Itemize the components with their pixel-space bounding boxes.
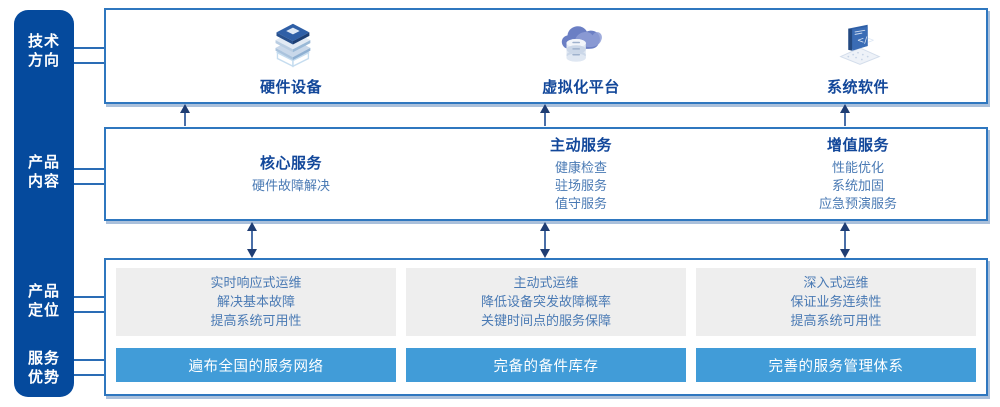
tech-label: 硬件设备 (259, 77, 322, 96)
product-content-title: 增值服务 (826, 136, 889, 154)
arrow-updown-left (247, 222, 257, 258)
server-stack-icon (275, 23, 311, 67)
product-content-column-proactive[interactable]: 主动服务 健康检查 驻场服务 值守服务 (436, 129, 726, 219)
sidebar-label-line2: 定位 (27, 301, 60, 319)
position-box-realtime[interactable]: 实时响应式运维 解决基本故障 提高系统可用性 (116, 268, 396, 336)
tech-label: 系统软件 (826, 77, 889, 96)
advantage-bar-management[interactable]: 完善的服务管理体系 (696, 348, 976, 382)
arrow-updown-right (840, 222, 850, 258)
tech-direction-section: 硬件设备 虚拟化平台 (104, 8, 988, 104)
product-content-line: 健康检查 (554, 161, 607, 176)
position-line: 深入式运维 (803, 275, 869, 291)
sidebar: 技术 方向 产品 内容 产品 定位 服务 优势 (14, 10, 74, 397)
sidebar-label-line2: 方向 (27, 51, 60, 69)
connector-content-1 (74, 168, 106, 170)
advantage-bar-label: 遍布全国的服务网络 (188, 358, 324, 375)
product-content-column-core[interactable]: 核心服务 硬件故障解决 (146, 129, 436, 219)
position-line: 解决基本故障 (216, 294, 295, 310)
arrow-up-virtualization (540, 104, 550, 126)
sidebar-item-product-position[interactable]: 产品 定位 (14, 282, 74, 320)
svg-text:</>: </> (857, 36, 875, 46)
sidebar-item-product-content[interactable]: 产品 内容 (14, 153, 74, 191)
advantage-bar-network[interactable]: 遍布全国的服务网络 (116, 348, 396, 382)
position-line: 关键时间点的服务保障 (480, 313, 611, 329)
product-content-title: 主动服务 (549, 136, 612, 154)
position-line: 降低设备突发故障概率 (480, 294, 611, 310)
tech-column-software[interactable]: </> 系统软件 (726, 10, 990, 102)
position-box-proactive[interactable]: 主动式运维 降低设备突发故障概率 关键时间点的服务保障 (406, 268, 686, 336)
position-line: 主动式运维 (513, 275, 579, 291)
product-content-line: 驻场服务 (554, 179, 607, 194)
laptop-code-icon: </> (839, 24, 881, 65)
sidebar-label-line1: 产品 (27, 153, 60, 171)
connector-tech-2 (74, 62, 106, 64)
tech-column-virtualization[interactable]: 虚拟化平台 (436, 10, 726, 102)
product-content-line: 值守服务 (554, 197, 607, 212)
arrow-updown-middle (540, 222, 550, 258)
product-content-line: 系统加固 (831, 179, 884, 194)
position-line: 提高系统可用性 (790, 313, 882, 329)
sidebar-label-line1: 服务 (27, 349, 60, 367)
tech-label: 虚拟化平台 (542, 77, 620, 96)
product-content-title: 核心服务 (259, 154, 322, 172)
position-line: 保证业务连续性 (790, 294, 882, 310)
sidebar-label-line2: 优势 (27, 368, 60, 386)
sidebar-item-tech-direction[interactable]: 技术 方向 (14, 32, 74, 70)
tech-column-hardware[interactable]: 硬件设备 (146, 10, 436, 102)
connector-tech-1 (74, 47, 106, 49)
product-content-column-value-added[interactable]: 增值服务 性能优化 系统加固 应急预演服务 (726, 129, 990, 219)
arrow-up-hardware (180, 104, 190, 126)
connector-content-2 (74, 183, 106, 185)
sidebar-label-line1: 产品 (27, 282, 60, 300)
connector-position-2 (74, 311, 106, 313)
sidebar-label-line2: 内容 (27, 172, 60, 190)
position-line: 实时响应式运维 (210, 275, 302, 291)
product-content-line: 应急预演服务 (818, 197, 897, 212)
advantage-bar-label: 完备的备件库存 (493, 358, 599, 375)
position-advantage-section: 实时响应式运维 解决基本故障 提高系统可用性 主动式运维 降低设备突发故障概率 … (104, 258, 988, 396)
product-content-line: 硬件故障解决 (251, 179, 330, 194)
advantage-bar-inventory[interactable]: 完备的备件库存 (406, 348, 686, 382)
cloud-database-icon (561, 25, 602, 62)
connector-advantage-1 (74, 359, 106, 361)
connector-position-1 (74, 296, 106, 298)
position-box-deep[interactable]: 深入式运维 保证业务连续性 提高系统可用性 (696, 268, 976, 336)
product-content-section: 核心服务 硬件故障解决 主动服务 健康检查 驻场服务 值守服务 增值服务 性能优… (104, 127, 988, 221)
connector-advantage-2 (74, 374, 106, 376)
sidebar-label-line1: 技术 (27, 32, 60, 50)
advantage-bar-label: 完善的服务管理体系 (768, 358, 904, 375)
sidebar-item-service-advantage[interactable]: 服务 优势 (14, 349, 74, 387)
arrow-up-software (840, 104, 850, 126)
position-line: 提高系统可用性 (210, 313, 302, 329)
product-content-line: 性能优化 (831, 161, 884, 176)
